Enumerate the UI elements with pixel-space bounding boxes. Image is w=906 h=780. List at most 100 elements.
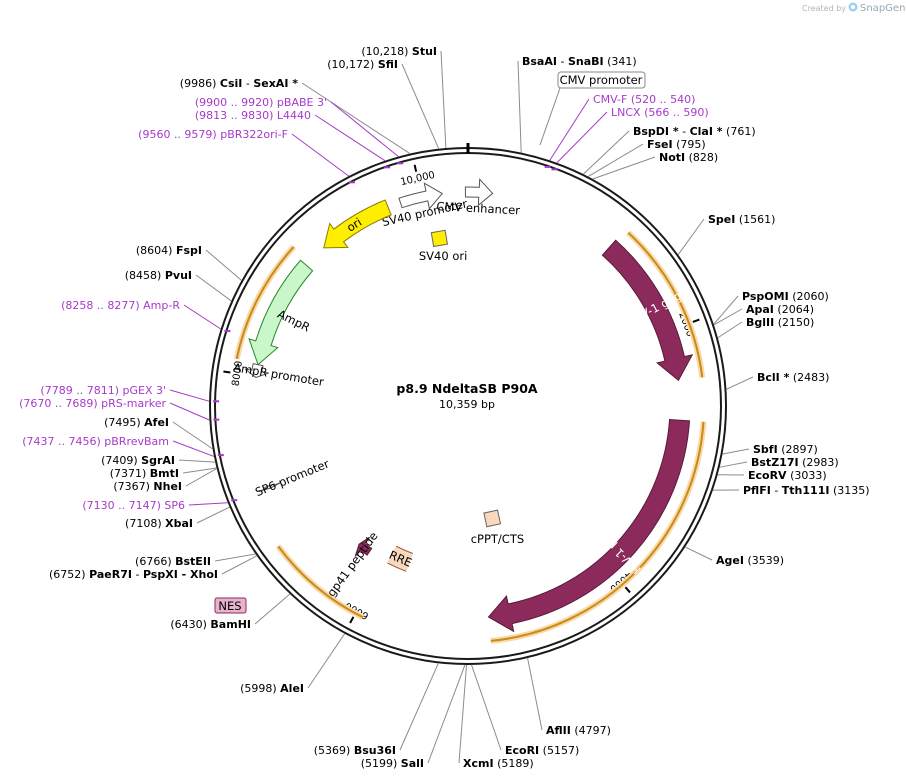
orf-arc[interactable] <box>627 231 704 378</box>
orf-arc[interactable] <box>490 421 705 642</box>
site-connector <box>527 657 543 731</box>
site-spei[interactable]: SpeI (1561) <box>677 213 775 255</box>
ampr-promoter[interactable]: AmpR promoter <box>232 360 325 389</box>
hiv1-gag[interactable]: HIV-1 gag <box>601 239 694 382</box>
site-sbfi[interactable]: SbfI (2897) <box>722 443 818 456</box>
site-name: NheI <box>153 480 182 493</box>
nes-box[interactable]: NES <box>214 597 247 614</box>
site-position: (9560 .. 9579) <box>138 128 217 141</box>
site-stui[interactable]: (10,218) StuI <box>361 45 447 148</box>
orf-arc[interactable] <box>235 246 295 360</box>
site-bglii[interactable]: BglII (2150) <box>717 316 814 339</box>
site-name: XbaI <box>165 517 193 530</box>
site-cmv-f[interactable]: CMV-F (520 .. 540) <box>544 93 696 168</box>
site-sali[interactable]: (5199) SalI <box>361 664 466 770</box>
site-label: (6766) BstEII <box>135 555 211 568</box>
site-position: (5157) <box>543 744 580 757</box>
site-sgrai[interactable]: (7409) SgrAI <box>101 454 216 467</box>
site-pspomi[interactable]: PspOMI (2060) <box>713 290 829 325</box>
site-sfii[interactable]: (10,172) SfiI <box>327 58 440 149</box>
site-name: BspDI * <box>633 125 679 138</box>
site-pvui[interactable]: (8458) PvuI <box>125 269 232 302</box>
site-nhei[interactable]: (7367) NheI <box>113 468 217 493</box>
site-fsei[interactable]: FseI (795) <box>587 138 706 177</box>
cppt-cts[interactable]: cPPT/CTS <box>471 509 524 546</box>
sv40-ori[interactable]: SV40 ori <box>419 229 467 263</box>
site-label: (7130 .. 7147) SP6 <box>82 499 185 512</box>
orf-arc[interactable] <box>277 545 364 619</box>
site-csii[interactable]: (9986) CsiI - SexAI * <box>180 77 411 155</box>
site-agei[interactable]: AgeI (3539) <box>685 546 784 567</box>
site-bsteii[interactable]: (6766) BstEII <box>135 553 256 568</box>
site-l4440[interactable]: (9813 .. 9830) L4440 <box>195 109 391 169</box>
cmv-promoter-box[interactable]: CMV promoter <box>539 71 646 146</box>
site-connector <box>254 593 291 625</box>
plasmid-name: p8.9 NdeltaSB P90A <box>396 381 537 396</box>
site-label: (7108) XbaI <box>125 517 193 530</box>
site-lncx[interactable]: LNCX (566 .. 590) <box>551 106 709 171</box>
site-position: (566 .. 590) <box>644 106 709 119</box>
site-alei[interactable]: (5998) AleI <box>240 633 346 695</box>
rre[interactable]: RRE <box>387 545 414 572</box>
site-bspdi-[interactable]: BspDI * - ClaI * (761) <box>583 125 756 175</box>
hiv1-pol[interactable]: HIV-1 pol <box>487 418 691 633</box>
snapgene-logo-icon <box>848 2 858 12</box>
site-connector <box>719 461 748 468</box>
site-label: (5369) Bsu36I <box>314 744 396 757</box>
site-label: BclI * (2483) <box>757 371 829 384</box>
site-amp-r[interactable]: (8258 .. 8277) Amp-R <box>61 299 231 333</box>
sv40-promoter[interactable]: SV40 promoter <box>381 182 469 229</box>
site-connector <box>195 274 232 302</box>
site-paer7i[interactable]: (6752) PaeR7I - PspXI - XhoI <box>49 555 257 581</box>
site-label: PspOMI (2060) <box>742 290 829 303</box>
site-pbabe-3-[interactable]: (9900 .. 9920) pBABE 3' <box>195 96 404 165</box>
site-position: (5199) <box>361 757 398 770</box>
site-ecorv[interactable]: EcoRV (3033) <box>717 469 827 482</box>
site-aflii[interactable]: AflII (4797) <box>527 657 611 737</box>
site-xbai[interactable]: (7108) XbaI <box>125 506 230 530</box>
site-position: (7789 .. 7811) <box>40 384 119 397</box>
site-pbr322ori-f[interactable]: (9560 .. 9579) pBR322ori-F <box>138 128 355 184</box>
site-bamhi[interactable]: (6430) BamHI <box>170 593 291 631</box>
site-label: AflII (4797) <box>546 724 611 737</box>
site-apai[interactable]: ApaI (2064) <box>713 303 814 326</box>
site-label: BspDI * - ClaI * (761) <box>633 125 756 138</box>
gp41-peptide[interactable]: gp41 peptide <box>324 529 381 599</box>
site-xcmi[interactable]: XcmI (5189) <box>458 664 534 770</box>
site-connector <box>182 467 217 474</box>
site-connector <box>221 555 257 575</box>
site-position: (2150) <box>778 316 815 329</box>
ampr[interactable]: AmpR <box>248 259 314 366</box>
site-label: (7495) AfeI <box>104 416 169 429</box>
site-pflfi[interactable]: PflFI - Tth111I (3135) <box>712 484 870 497</box>
site-prs-marker[interactable]: (7670 .. 7689) pRS-marker <box>19 397 220 421</box>
site-name: BstEII <box>175 555 211 568</box>
site-name: PvuI <box>165 269 192 282</box>
site-sp6[interactable]: (7130 .. 7147) SP6 <box>82 499 238 512</box>
site-connector <box>214 553 256 562</box>
site-fspi[interactable]: (8604) FspI <box>136 244 242 281</box>
site-bstz17i[interactable]: BstZ17I (2983) <box>719 456 839 469</box>
site-ecori[interactable]: EcoRI (5157) <box>471 664 580 757</box>
site-position: (7367) <box>113 480 150 493</box>
site-bsaai[interactable]: BsaAI - SnaBI (341) <box>517 55 637 153</box>
ruler-tick-label: 8000 <box>231 360 245 387</box>
site-afei[interactable]: (7495) AfeI <box>104 416 213 450</box>
cmv-promoter-label: CMV promoter <box>560 73 643 87</box>
site-name: EcoRI <box>505 744 539 757</box>
site-noti[interactable]: NotI (828) <box>592 151 719 180</box>
sp6-promoter[interactable]: SP6 promoter <box>253 456 331 499</box>
cmv-enhancer[interactable]: CMV enhancer <box>436 178 521 217</box>
site-pgex-3-[interactable]: (7789 .. 7811) pGEX 3' <box>40 384 220 403</box>
site-position: (8258 .. 8277) <box>61 299 140 312</box>
site-pbrrevbam[interactable]: (7437 .. 7456) pBRrevBam <box>22 435 224 457</box>
site-bsu36i[interactable]: (5369) Bsu36I <box>314 663 439 757</box>
site-bcli-[interactable]: BclI * (2483) <box>726 371 829 390</box>
site-connector <box>169 402 210 421</box>
site-position: (8604) <box>136 244 173 257</box>
site-label: BglII (2150) <box>746 316 814 329</box>
site-name: FseI <box>647 138 673 151</box>
site-connector <box>178 459 216 463</box>
ori[interactable]: ori <box>323 199 392 249</box>
site-bmti[interactable]: (7371) BmtI <box>110 467 217 480</box>
